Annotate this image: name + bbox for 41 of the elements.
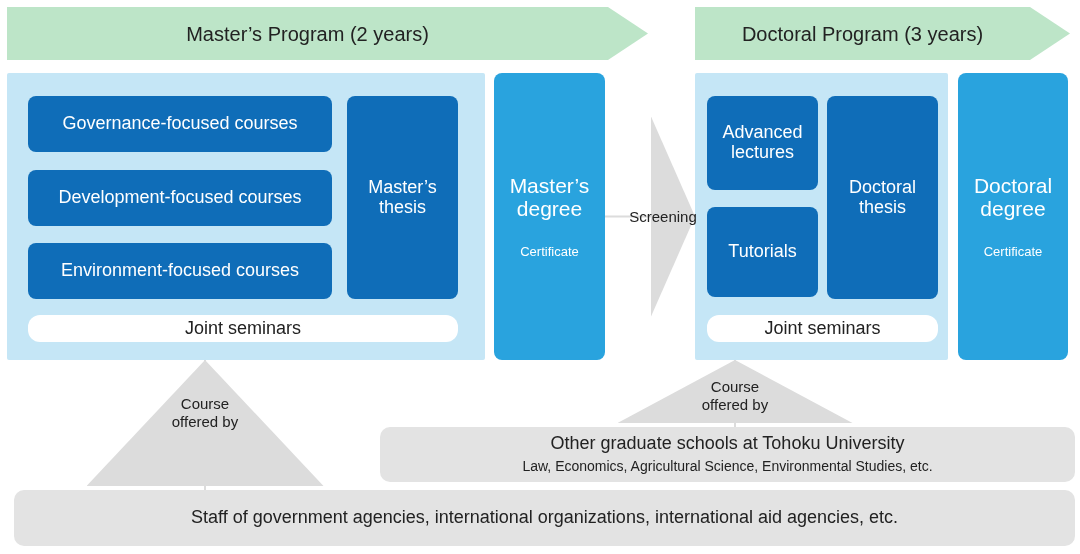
node-label: Governance-focused courses [62, 114, 298, 134]
institution-box [14, 490, 1075, 546]
program-arrow-band [7, 7, 648, 60]
degree-box [494, 73, 605, 360]
node-label: Advanced lectures [721, 123, 804, 163]
node-label: Joint seminars [764, 318, 881, 339]
node-label: Tutorials [727, 242, 798, 262]
triangle-arrow [604, 116, 696, 317]
course-box [707, 207, 818, 297]
course-box [707, 96, 818, 190]
course-box [827, 96, 938, 299]
course-box [28, 96, 332, 152]
certificate-label: Certificate [982, 243, 1044, 260]
node-label: Master’s degree [508, 173, 591, 220]
triangle-arrow [86, 359, 324, 491]
course-box [28, 170, 332, 226]
triangle-arrow [617, 359, 853, 428]
node-label: Doctoral degree [972, 173, 1054, 220]
course-box [347, 96, 458, 299]
node-label: Development-focused courses [58, 188, 302, 208]
node-label: Joint seminars [184, 318, 301, 339]
institution-box [380, 427, 1075, 482]
node-label: Master’s Program (2 years) [186, 22, 429, 45]
course-box [28, 243, 332, 299]
program-arrow-band [695, 7, 1070, 60]
node-label: Staff of government agencies, international organizations, international aid agencies, etc. [190, 508, 899, 528]
edge-label: Course offered by [700, 377, 770, 414]
program-panel [7, 73, 485, 360]
edge-label: Course offered by [170, 395, 240, 432]
edge-label: Screening [628, 207, 698, 226]
node-label: Master’s thesis [367, 177, 438, 218]
seminar-bar [707, 315, 938, 342]
seminar-bar [28, 315, 458, 342]
node-label: Other graduate schools at Tohoku University [550, 434, 905, 454]
certificate-label: Certificate [519, 243, 580, 260]
node-label: Doctoral Program (3 years) [741, 22, 984, 45]
node-label: Environment-focused courses [60, 261, 300, 281]
program-panel [695, 73, 948, 360]
degree-box [958, 73, 1068, 360]
node-label: Doctoral thesis [848, 177, 917, 218]
node-subtitle: Law, Economics, Agricultural Science, Environmental Studies, etc. [522, 458, 933, 475]
